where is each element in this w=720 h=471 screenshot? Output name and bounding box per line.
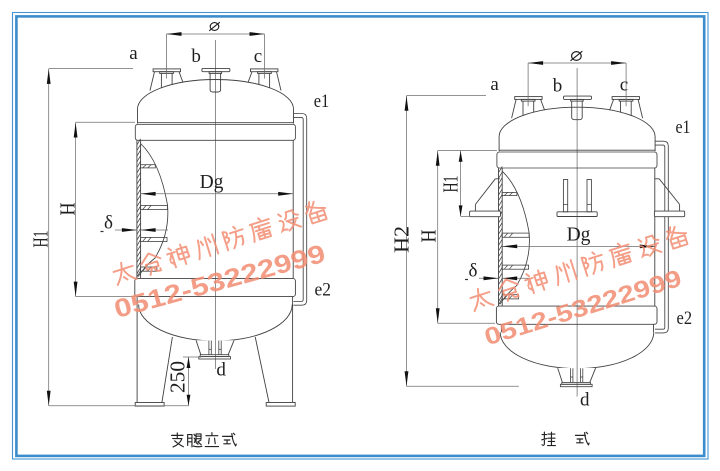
svg-text:δ: δ: [104, 213, 113, 234]
svg-text:c: c: [620, 75, 628, 96]
svg-text:b: b: [553, 75, 563, 96]
svg-text:H1: H1: [29, 231, 53, 248]
svg-text:H1: H1: [439, 176, 463, 193]
svg-text:δ: δ: [469, 261, 478, 282]
svg-text:b: b: [191, 46, 201, 67]
svg-text:a: a: [129, 43, 138, 64]
svg-text:d: d: [216, 360, 226, 381]
svg-text:H: H: [56, 203, 80, 216]
svg-text:e1: e1: [314, 91, 330, 112]
svg-text:Dg: Dg: [567, 225, 591, 246]
svg-text:H: H: [417, 230, 441, 243]
svg-text:250: 250: [166, 361, 190, 393]
svg-text:H2: H2: [390, 226, 414, 253]
svg-text:Dg: Dg: [200, 172, 224, 193]
svg-text:d: d: [580, 389, 590, 410]
svg-text:c: c: [254, 46, 262, 67]
svg-text:a: a: [490, 74, 499, 95]
svg-text:e2: e2: [314, 279, 331, 300]
svg-text:e1: e1: [676, 117, 691, 138]
svg-text:e2: e2: [677, 308, 693, 329]
